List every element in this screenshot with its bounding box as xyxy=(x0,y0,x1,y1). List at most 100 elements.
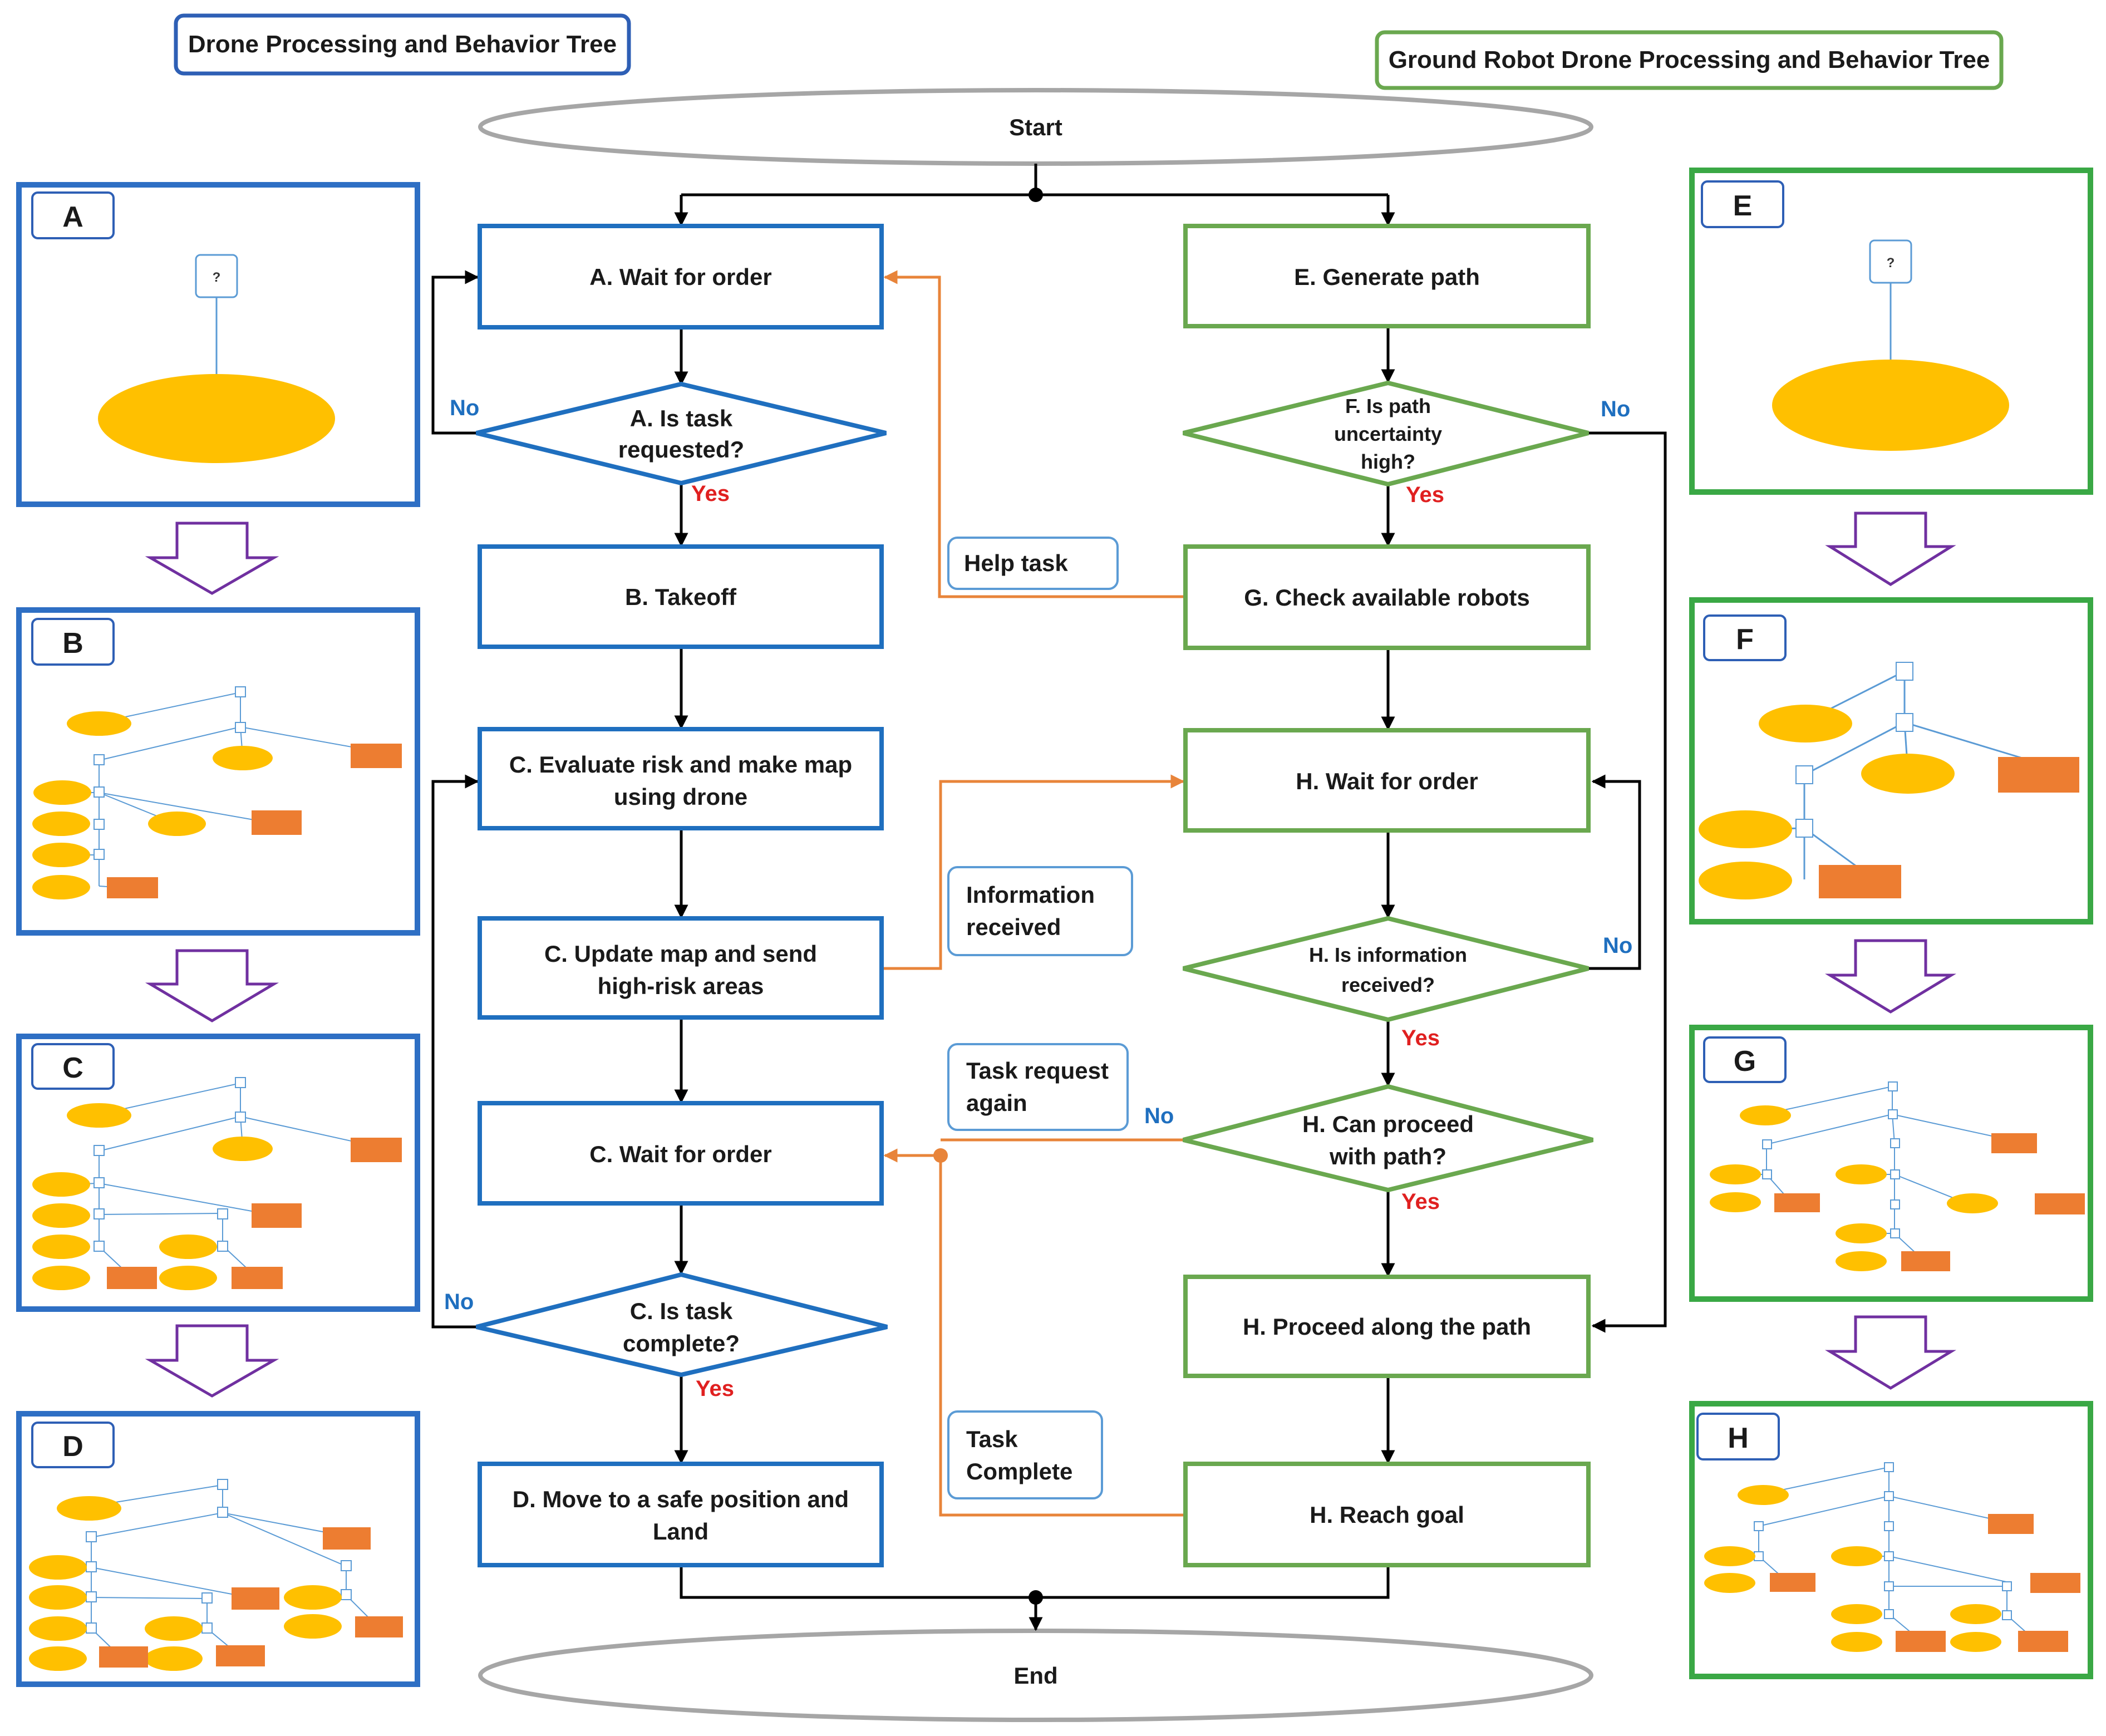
down-arrow-fg xyxy=(1825,939,1956,1014)
ground-header: Ground Robot Drone Processing and Behavi… xyxy=(1375,30,2004,90)
end-label: End xyxy=(1013,1663,1057,1689)
svg-text:using drone: using drone xyxy=(614,784,747,810)
yes-label: Yes xyxy=(1401,1189,1440,1214)
svg-text:H. Proceed along the path: H. Proceed along the path xyxy=(1243,1314,1531,1340)
svg-text:complete?: complete? xyxy=(623,1330,740,1356)
no-label: No xyxy=(1601,397,1630,421)
node-h-reach-goal: H. Reach goal xyxy=(1183,1462,1591,1567)
svg-text:again: again xyxy=(966,1090,1027,1116)
yes-label: Yes xyxy=(696,1376,734,1401)
node-h-wait-order: H. Wait for order xyxy=(1183,728,1591,833)
svg-text:C. Wait for order: C. Wait for order xyxy=(589,1141,771,1167)
node-e-generate-path: E. Generate path xyxy=(1183,224,1591,328)
decision-a-task-requested: A. Is task requested? xyxy=(476,381,887,486)
yes-label: Yes xyxy=(691,481,730,506)
branch-labels: Yes No Yes No Yes No Yes No No Yes xyxy=(444,396,1632,1401)
no-label: No xyxy=(1603,933,1632,958)
orange-junction xyxy=(933,1148,948,1163)
note-info-received: Information received xyxy=(947,866,1133,956)
svg-text:?: ? xyxy=(213,270,221,285)
drone-header: Drone Processing and Behavior Tree xyxy=(174,13,631,76)
node-c-wait-order: C. Wait for order xyxy=(478,1101,884,1206)
svg-text:E. Generate path: E. Generate path xyxy=(1294,264,1480,290)
end-junction xyxy=(1029,1590,1043,1605)
yes-label: Yes xyxy=(1406,483,1444,507)
yes-label: Yes xyxy=(1401,1026,1440,1050)
svg-text:H. Reach goal: H. Reach goal xyxy=(1310,1502,1464,1528)
orange-connectors xyxy=(882,270,1187,1517)
start-label: Start xyxy=(1009,114,1062,140)
panel-e: E ? xyxy=(1689,168,2093,495)
drone-header-title: Drone Processing and Behavior Tree xyxy=(188,31,617,58)
panel-h: H xyxy=(1689,1401,2093,1679)
svg-text:with path?: with path? xyxy=(1329,1143,1446,1169)
svg-text:G. Check available robots: G. Check available robots xyxy=(1244,584,1530,611)
svg-text:Task request: Task request xyxy=(966,1058,1109,1084)
drone-flow: A. Wait for order A. Is task requested? … xyxy=(476,224,888,1567)
svg-text:F. Is path: F. Is path xyxy=(1345,395,1431,417)
panel-letter: H xyxy=(1728,1422,1749,1454)
node-b-takeoff: B. Takeoff xyxy=(478,544,884,649)
down-arrow-ab xyxy=(145,522,279,595)
ground-header-title: Ground Robot Drone Processing and Behavi… xyxy=(1389,46,1990,73)
panel-g: G xyxy=(1689,1025,2093,1302)
svg-text:received: received xyxy=(966,914,1061,940)
svg-text:Information: Information xyxy=(966,882,1095,908)
panel-d: D xyxy=(16,1411,420,1687)
start-junction xyxy=(1029,188,1043,202)
svg-text:A. Is task: A. Is task xyxy=(630,405,733,431)
start-terminal: Start xyxy=(478,88,1593,166)
note-task-request-again: Task request again xyxy=(947,1043,1129,1131)
panel-letter: C xyxy=(62,1052,83,1084)
svg-text:Land: Land xyxy=(653,1518,708,1545)
end-terminal: End xyxy=(478,1629,1593,1722)
node-d-move-land: D. Move to a safe position and Land xyxy=(478,1462,884,1567)
panel-b: B xyxy=(16,607,420,936)
panel-letter: E xyxy=(1733,190,1753,222)
note-task-complete: Task Complete xyxy=(947,1410,1103,1499)
decision-f-path-uncertainty: F. Is path uncertainty high? xyxy=(1183,380,1589,487)
svg-text:high?: high? xyxy=(1361,450,1415,473)
svg-text:D. Move to a safe position and: D. Move to a safe position and xyxy=(513,1486,849,1512)
svg-text:uncertainty: uncertainty xyxy=(1334,422,1442,445)
node-c-evaluate-risk: C. Evaluate risk and make map using dron… xyxy=(478,727,884,830)
ground-flow: E. Generate path F. Is path uncertainty … xyxy=(1182,224,1594,1567)
decision-c-task-complete: C. Is task complete? xyxy=(476,1272,888,1378)
svg-text:H. Wait for order: H. Wait for order xyxy=(1296,768,1478,794)
svg-text:A. Wait for order: A. Wait for order xyxy=(589,264,771,290)
panel-letter: A xyxy=(62,201,83,233)
down-arrow-ef xyxy=(1825,512,1956,586)
svg-text:C. Update map and send: C. Update map and send xyxy=(544,941,817,967)
decision-h-info-received: H. Is information received? xyxy=(1183,916,1589,1022)
node-g-check-robots: G. Check available robots xyxy=(1183,544,1591,650)
svg-text:H. Can proceed: H. Can proceed xyxy=(1302,1111,1474,1137)
svg-text:high-risk areas: high-risk areas xyxy=(598,973,764,999)
panel-letter: D xyxy=(62,1430,83,1463)
node-c-update-map: C. Update map and send high-risk areas xyxy=(478,916,884,1020)
panel-a: A ? xyxy=(16,182,420,507)
panel-letter: B xyxy=(62,627,83,660)
svg-text:C. Evaluate risk and make map: C. Evaluate risk and make map xyxy=(509,751,852,778)
svg-text:Complete: Complete xyxy=(966,1458,1072,1484)
panel-letter: G xyxy=(1734,1045,1756,1078)
svg-text:requested?: requested? xyxy=(618,436,744,463)
panel-letter: F xyxy=(1736,623,1754,656)
note-help-task: Help task xyxy=(947,537,1119,590)
down-arrow-bc xyxy=(145,949,279,1022)
node-h-proceed-path: H. Proceed along the path xyxy=(1183,1275,1591,1378)
svg-text:Task: Task xyxy=(966,1426,1018,1452)
no-label: No xyxy=(1144,1104,1174,1128)
no-label: No xyxy=(450,396,479,420)
svg-text:?: ? xyxy=(1887,255,1895,271)
svg-text:Help task: Help task xyxy=(964,550,1068,576)
node-a-wait-order: A. Wait for order xyxy=(478,224,884,330)
svg-text:received?: received? xyxy=(1341,973,1435,996)
svg-text:B. Takeoff: B. Takeoff xyxy=(625,584,737,610)
panel-c: C xyxy=(16,1034,420,1312)
svg-text:C. Is task: C. Is task xyxy=(630,1298,733,1324)
svg-text:H. Is information: H. Is information xyxy=(1309,943,1467,966)
panel-f: F xyxy=(1689,597,2093,924)
down-arrow-gh xyxy=(1825,1315,1956,1390)
down-arrow-cd xyxy=(145,1324,279,1398)
